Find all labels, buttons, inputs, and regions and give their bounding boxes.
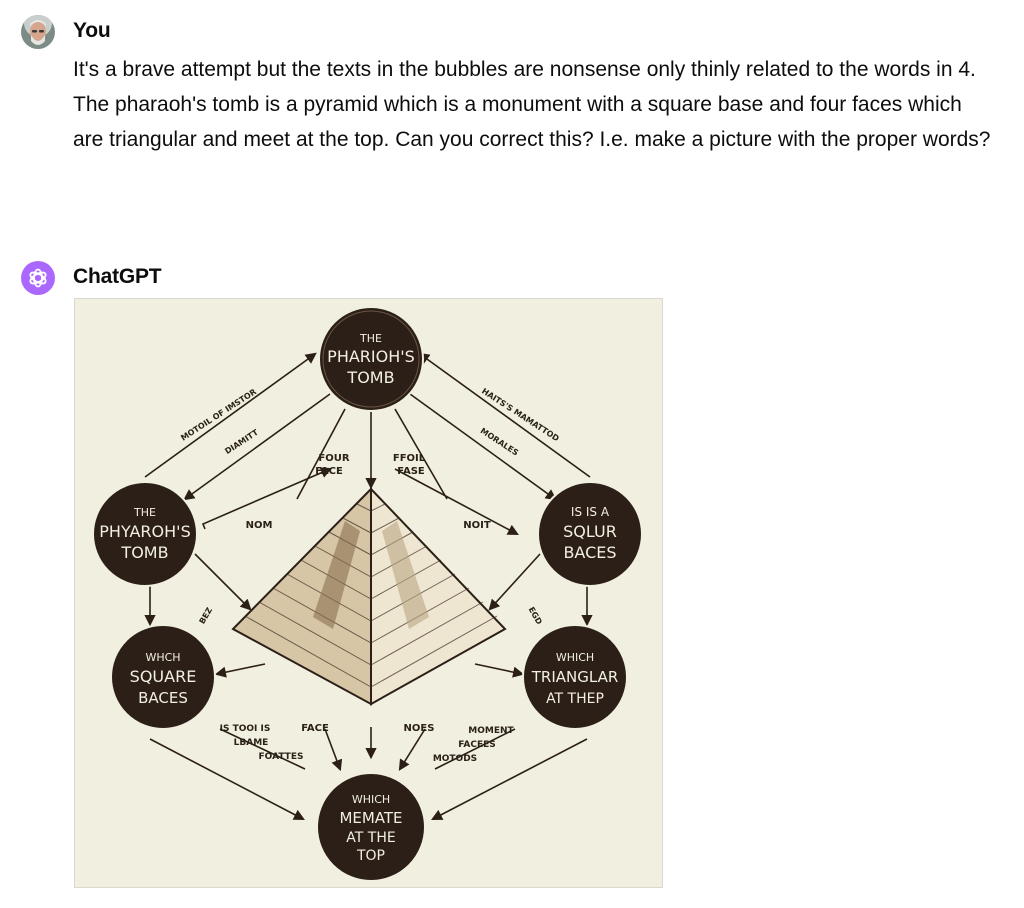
annotation-moment-2: FACEES [458, 740, 495, 750]
bubble-lower-right: WHICH TRIANGLAR AT THEP [522, 624, 628, 730]
bubble-lower-right-line-1: WHICH [556, 651, 594, 664]
bubble-lower-left-line-2: SQUARE [130, 667, 197, 686]
bubble-top-line-1: THE [359, 332, 382, 345]
bubble-left: THE PHYAROH'S TOMB [92, 481, 198, 587]
bubble-right-line-2: SQLUR [563, 522, 617, 541]
user-author-label: You [73, 19, 111, 42]
bubble-lower-left-line-1: WHCH [145, 651, 180, 664]
user-avatar [21, 15, 55, 49]
annotation-moment-1: MOMENT [468, 726, 514, 736]
annotation-moment-3: MOTODS [433, 754, 477, 764]
bubble-lower-left-line-3: BACES [138, 689, 188, 707]
bubble-bottom-line-2: MEMATE [339, 809, 402, 827]
diagram-connectors [144, 352, 593, 821]
annotation-ffoil: FFOIL [393, 453, 426, 464]
pyramid-illustration [231, 486, 507, 706]
bubble-bottom-line-1: WHICH [352, 793, 390, 806]
annotation-four: FOUR [318, 453, 349, 464]
bubble-left-line-2: PHYAROH'S [99, 522, 190, 541]
annotation-fase: FASE [397, 466, 425, 477]
bubble-left-line-1: THE [133, 506, 156, 519]
bubble-bottom-line-4: TOP [356, 848, 385, 864]
user-message-text: It's a brave attempt but the texts in th… [73, 58, 991, 151]
user-message: You It's a brave attempt but the texts i… [0, 0, 1024, 200]
bubble-top-line-2: PHARIOH'S [327, 347, 415, 366]
bubble-lower-right-line-3: AT THEP [546, 691, 604, 707]
bubble-bottom-line-3: AT THE [346, 830, 395, 846]
annotation-noes: NOES [404, 723, 435, 734]
bubble-right-line-3: BACES [563, 543, 616, 562]
annotation-noit: NOIT [463, 520, 491, 531]
bubble-left-line-3: TOMB [120, 543, 168, 562]
generated-image[interactable]: THE PHARIOH'S TOMB THE PHYAROH'S TOMB IS… [74, 298, 663, 888]
bubble-right-line-1: IS IS A [571, 505, 610, 519]
annotation-is-tooi-3: FOATTES [259, 752, 304, 762]
chatgpt-logo-icon [21, 261, 55, 295]
bubble-right: IS IS A SQLUR BACES [537, 481, 643, 587]
annotation-face: FACE [315, 466, 343, 477]
annotation-face-lower: FACE [301, 723, 329, 734]
annotation-nom: NOM [246, 520, 273, 531]
annotation-is-tooi-1: IS TOOI IS [220, 724, 271, 734]
bubble-top-line-3: TOMB [346, 368, 394, 387]
bubble-top: THE PHARIOH'S TOMB [318, 306, 424, 412]
bubble-lower-right-line-2: TRIANGLAR [531, 668, 619, 686]
bubble-bottom: WHICH MEMATE AT THE TOP [316, 772, 426, 882]
bubble-lower-left: WHCH SQUARE BACES [110, 624, 216, 730]
assistant-author-label: ChatGPT [73, 265, 162, 288]
annotation-is-tooi-2: LBAME [234, 738, 269, 748]
